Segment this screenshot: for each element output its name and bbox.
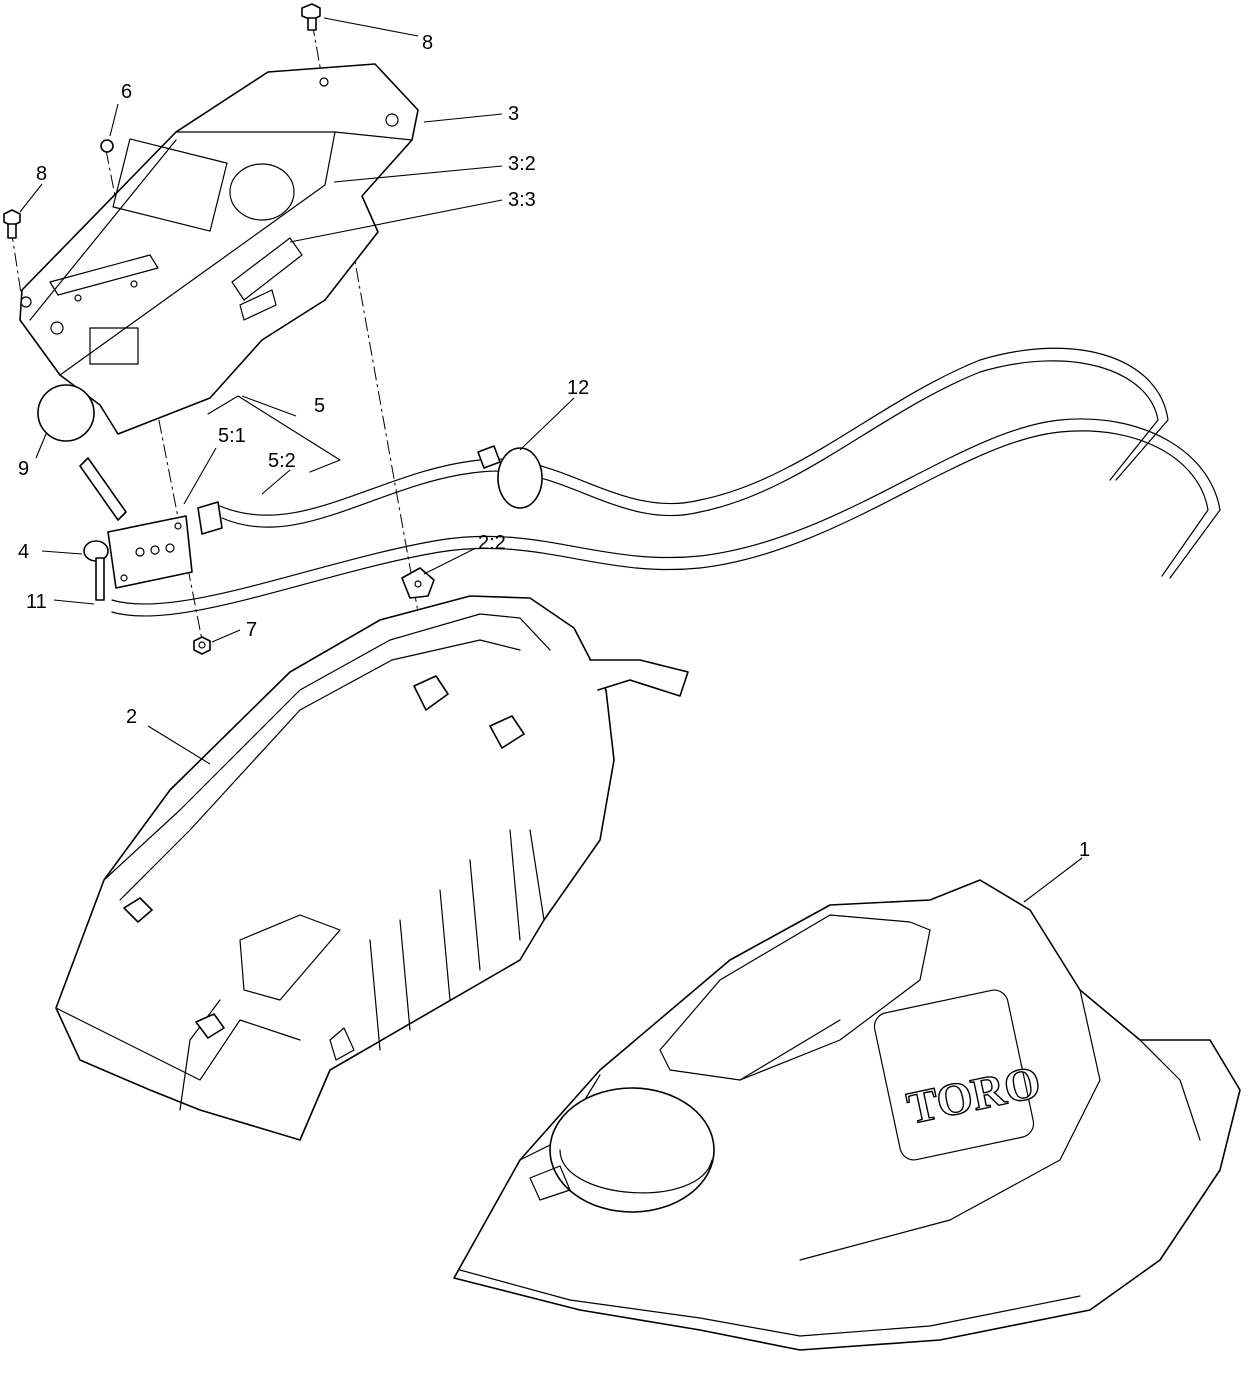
callout-labels: 8 3 6 3:2 8 3:3 12 5 5:1 5:2 9 4 2:2 11 … <box>18 32 1090 861</box>
part-1-top-cover: TORO <box>453 879 1241 1351</box>
part-9-knob <box>37 384 127 521</box>
callout-12: 12 <box>567 377 589 399</box>
callout-2: 2 <box>126 706 137 728</box>
callout-9: 9 <box>18 458 29 480</box>
part-5-throttle-control <box>83 347 1221 617</box>
callout-5-2: 5:2 <box>268 450 296 472</box>
callout-7: 7 <box>246 619 257 641</box>
callout-5-1: 5:1 <box>218 425 246 447</box>
callout-6: 6 <box>121 81 132 103</box>
part-8-bolt-top <box>301 3 321 31</box>
part-8-bolt-left <box>3 209 21 239</box>
callout-1: 1 <box>1079 839 1090 861</box>
callout-8-left: 8 <box>36 163 47 185</box>
leader-lines <box>19 17 1083 903</box>
part-12-cable-tie <box>477 445 543 509</box>
callout-3-2: 3:2 <box>508 153 536 175</box>
callout-3-3: 3:3 <box>508 189 536 211</box>
part-2-lower-housing <box>55 595 689 1141</box>
part-6-rivet <box>100 139 114 153</box>
callout-3: 3 <box>508 103 519 125</box>
callout-5: 5 <box>314 395 325 417</box>
part-2-2-clip <box>401 567 435 599</box>
part-3-control-panel <box>19 63 419 435</box>
callout-8-top: 8 <box>422 32 433 54</box>
part-7-nut <box>193 636 211 655</box>
callout-2-2: 2:2 <box>478 532 506 554</box>
callout-11: 11 <box>26 591 47 613</box>
callout-4: 4 <box>18 541 29 563</box>
